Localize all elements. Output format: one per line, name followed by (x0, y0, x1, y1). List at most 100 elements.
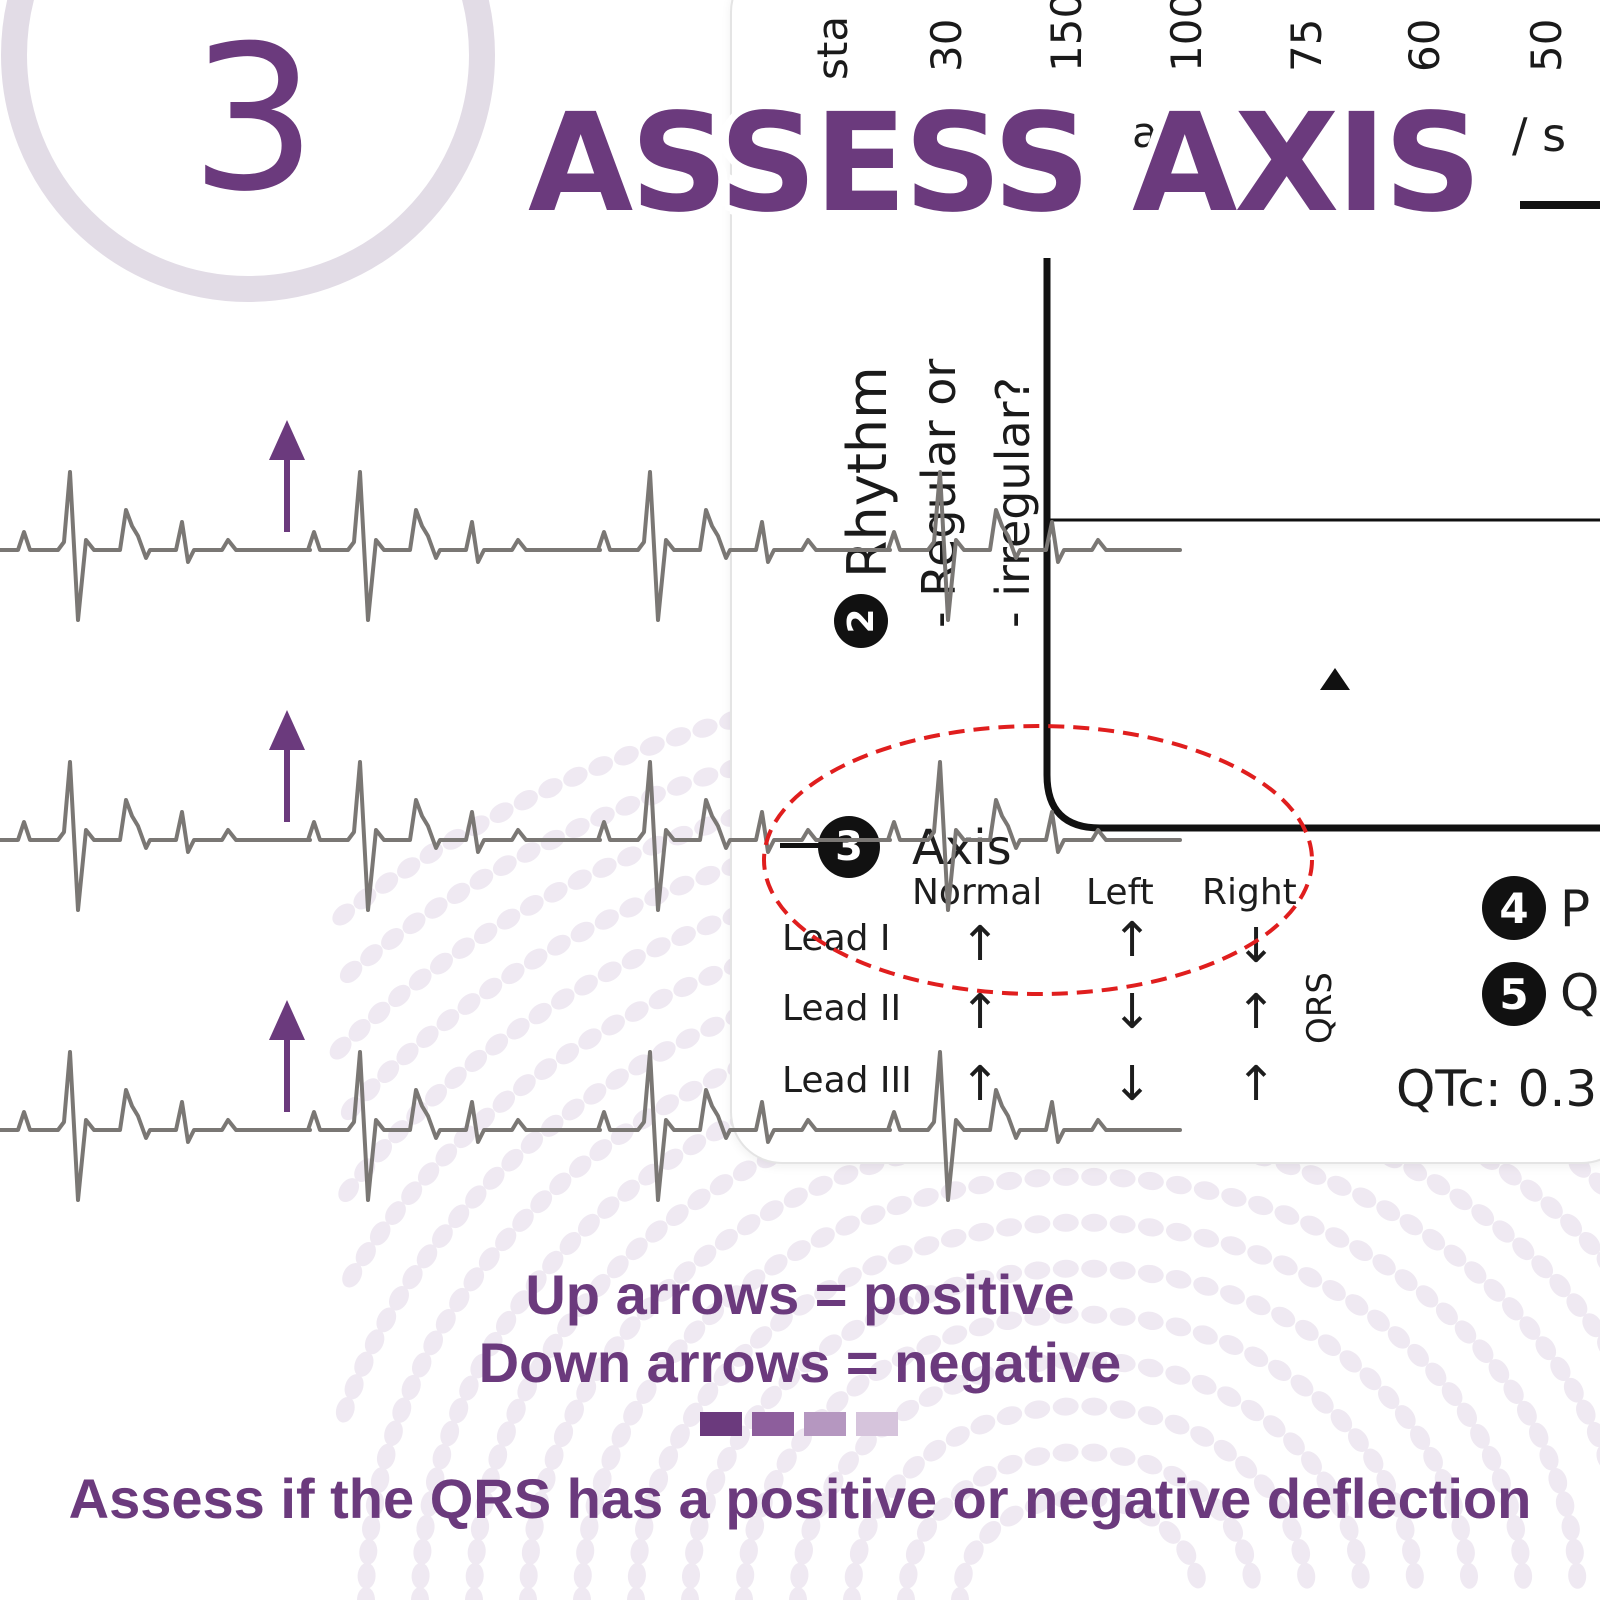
background-dot (401, 1374, 421, 1400)
background-dot (567, 869, 592, 890)
progress-segment-1 (700, 1412, 742, 1436)
background-dot (1291, 1539, 1311, 1565)
background-dot (700, 1016, 725, 1037)
background-dot (1441, 1382, 1463, 1407)
background-dot (1444, 1491, 1463, 1518)
background-dot (1165, 1365, 1191, 1385)
background-dot (627, 1587, 645, 1600)
background-dot (512, 1208, 534, 1232)
background-dot (519, 1587, 537, 1600)
background-dot (759, 1200, 784, 1222)
background-dot (666, 1339, 688, 1363)
background-dot (435, 1309, 456, 1334)
background-dot (435, 1143, 458, 1167)
background-dot (1403, 1160, 1428, 1182)
background-dot (1024, 1447, 1051, 1466)
background-dot (1443, 1244, 1467, 1267)
background-dot (617, 846, 642, 867)
background-dot (619, 897, 644, 918)
background-dot (736, 1214, 761, 1236)
background-dot (794, 1538, 813, 1565)
background-dot (1163, 1465, 1188, 1487)
background-dot (630, 1538, 649, 1565)
card-header-slash: / s (1512, 108, 1567, 162)
background-dot (843, 1587, 861, 1600)
background-dot (1500, 1491, 1519, 1518)
background-dot (645, 1220, 668, 1243)
background-dot (760, 1385, 782, 1410)
background-dot (1221, 1187, 1247, 1207)
background-dot (1568, 1562, 1587, 1589)
background-dot (860, 1205, 886, 1225)
background-dot (376, 1443, 396, 1470)
background-dot (685, 1538, 704, 1565)
background-dot (528, 1002, 552, 1025)
background-dot (1378, 1385, 1400, 1410)
background-dot (1164, 1414, 1190, 1435)
background-dot (625, 1237, 648, 1261)
background-dot (999, 1505, 1024, 1527)
background-dot (329, 1036, 352, 1060)
background-dot (1165, 1269, 1192, 1289)
background-dot (658, 1445, 679, 1471)
background-dot (954, 1562, 973, 1589)
background-dot (1531, 1255, 1554, 1279)
background-dot (449, 1397, 469, 1424)
background-dot (1052, 1213, 1079, 1232)
background-dot (996, 1358, 1023, 1378)
background-dot (841, 1319, 865, 1341)
background-dot (1563, 1377, 1584, 1403)
background-dot (673, 1261, 696, 1284)
background-dot (1423, 1446, 1443, 1472)
background-dot (1372, 1254, 1396, 1276)
background-dot (1242, 1562, 1261, 1589)
background-dot (1282, 1516, 1302, 1542)
background-dot (335, 1397, 355, 1423)
step-5-badge-number: 5 (1499, 969, 1529, 1019)
background-dot (573, 1587, 591, 1600)
background-dot (589, 1139, 613, 1162)
background-dot (1137, 1358, 1164, 1378)
background-dot (732, 1160, 757, 1182)
background-dot (745, 1515, 765, 1541)
background-dot (669, 875, 695, 896)
background-dot (359, 1538, 378, 1565)
background-dot (1454, 1320, 1477, 1344)
lead-3-label: Lead III (782, 1060, 912, 1101)
background-dot (801, 1515, 821, 1541)
background-dot (1535, 1336, 1557, 1361)
background-dot (683, 1320, 706, 1344)
background-dot (693, 767, 719, 787)
background-dot (1345, 1294, 1369, 1316)
background-dot (1024, 1261, 1051, 1280)
background-dot (402, 1264, 423, 1290)
background-dot (823, 1471, 844, 1496)
lead-2-label: Lead II (782, 988, 902, 1029)
background-dot (469, 868, 494, 890)
background-dot (570, 921, 595, 943)
background-dot (721, 1285, 745, 1308)
background-dot (465, 1185, 487, 1209)
background-dot (968, 1222, 995, 1242)
reference-card (730, 0, 1600, 1164)
background-dot (1549, 1273, 1571, 1298)
background-dot (932, 1497, 954, 1521)
background-dot (687, 1188, 711, 1211)
axis-col-right: Right (1202, 872, 1297, 913)
background-dot (605, 1068, 629, 1090)
step-3-badge: 3 (818, 816, 880, 878)
background-dot (574, 974, 598, 996)
background-dot (682, 1402, 704, 1427)
background-dot (1311, 1391, 1334, 1414)
background-dot (408, 968, 432, 991)
background-dot (1387, 1326, 1411, 1349)
background-dot (627, 1562, 646, 1589)
background-dot (1024, 1400, 1051, 1419)
caption-down-arrows: Down arrows = negative (478, 1331, 1122, 1394)
lead-3-right-arrow-icon: ↑ (1236, 1056, 1277, 1112)
background-dot (1347, 1538, 1366, 1565)
ecg-trace-line (0, 1050, 1182, 1202)
progress-segment-2 (752, 1412, 794, 1436)
background-dot (651, 1041, 676, 1062)
